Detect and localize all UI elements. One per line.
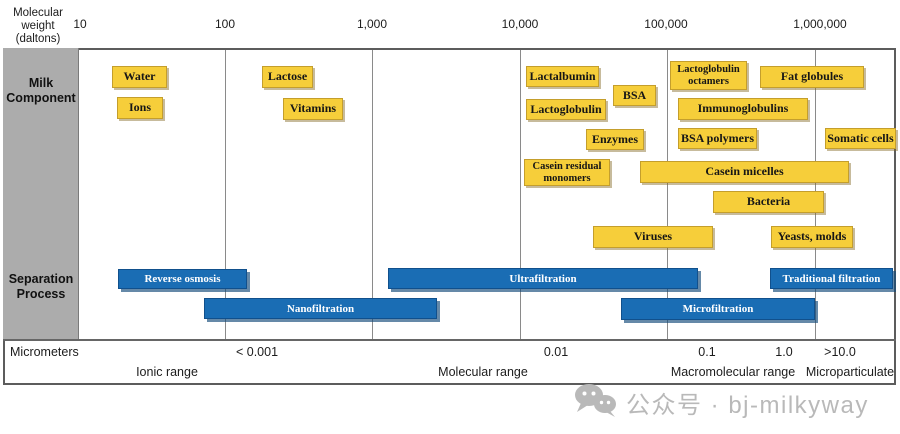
- component-box-bsa-polymers: BSA polymers: [678, 128, 757, 149]
- component-box-lactose: Lactose: [262, 66, 313, 88]
- um-tick-0-01: 0.01: [543, 345, 569, 359]
- micrometers-axis-label: Micrometers: [10, 345, 79, 359]
- watermark: 公众号 · bj-milkyway: [574, 383, 869, 422]
- milk-component-label: Milk Component: [6, 76, 76, 105]
- component-box-vitamins: Vitamins: [283, 98, 343, 120]
- process-bar-microfiltration: Microfiltration: [621, 298, 815, 320]
- component-box-immunoglobulins: Immunoglobulins: [678, 98, 808, 120]
- um-tick-0-1: 0.1: [698, 345, 716, 359]
- gridline: [667, 50, 668, 339]
- component-box-casein-micelles: Casein micelles: [640, 161, 849, 183]
- component-box-enzymes: Enzymes: [586, 129, 644, 150]
- component-box-bacteria: Bacteria: [713, 191, 824, 213]
- component-box-ions: Ions: [117, 97, 163, 119]
- component-box-somatic-cells: Somatic cells: [825, 128, 896, 149]
- molecular-weight-axis-title: Molecular weight (daltons): [13, 7, 63, 46]
- wechat-icon: [574, 383, 618, 422]
- um-tick-1-0: 1.0: [775, 345, 793, 359]
- component-box-lactoglobulin-octamers: Lactoglobulin octamers: [670, 61, 747, 90]
- component-box-water: Water: [112, 66, 167, 88]
- process-bar-traditional-filtration: Traditional filtration: [770, 268, 893, 289]
- gridline: [372, 50, 373, 339]
- category-sidebar: [3, 48, 79, 340]
- component-box-lactalbumin: Lactalbumin: [526, 66, 599, 87]
- component-box-yeasts-molds: Yeasts, molds: [771, 226, 853, 248]
- um-tick-0-001: < 0.001: [235, 345, 279, 359]
- process-bar-nanofiltration: Nanofiltration: [204, 298, 437, 319]
- component-box-viruses: Viruses: [593, 226, 713, 248]
- process-bar-ultrafiltration: Ultrafiltration: [388, 268, 698, 289]
- component-box-bsa: BSA: [613, 85, 656, 106]
- range-label-ionic-range: Ionic range: [136, 365, 198, 379]
- separation-process-label: Separation Process: [8, 272, 74, 301]
- mw-tick-10: 10: [73, 17, 87, 31]
- mw-tick-100: 100: [214, 17, 236, 31]
- gridline: [520, 50, 521, 339]
- process-bar-reverse-osmosis: Reverse osmosis: [118, 269, 247, 289]
- um-tick-10-0: >10.0: [824, 345, 856, 359]
- component-box-lactoglobulin: Lactoglobulin: [526, 99, 606, 120]
- gridline: [225, 50, 226, 339]
- range-label-molecular-range: Molecular range: [438, 365, 528, 379]
- range-label-macromolecular-range: Macromolecular range: [670, 365, 796, 379]
- mw-tick-1-000-000: 1,000,000: [793, 17, 847, 31]
- mw-tick-1-000: 1,000: [356, 17, 388, 31]
- watermark-text: 公众号 · bj-milkyway: [626, 392, 869, 419]
- chart-footer-divider: [3, 339, 896, 341]
- component-box-fat-globules: Fat globules: [760, 66, 864, 88]
- component-box-casein-residual-monomers: Casein residual monomers: [524, 159, 610, 186]
- mw-tick-100-000: 100,000: [644, 17, 688, 31]
- range-label-microparticulate: Microparticulate: [805, 365, 895, 379]
- mw-tick-10-000: 10,000: [501, 17, 539, 31]
